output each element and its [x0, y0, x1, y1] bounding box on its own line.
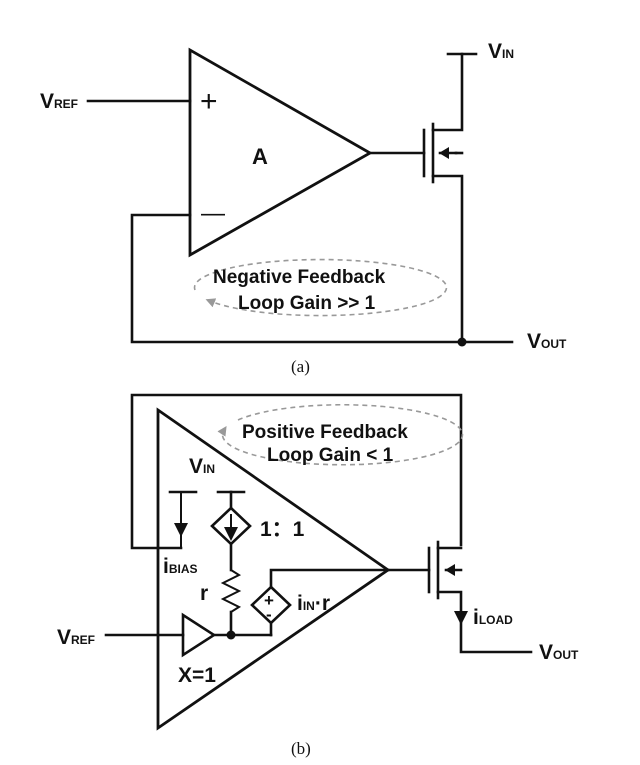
minus-sign: — — [201, 200, 225, 227]
loop-label-b-line2: Loop Gain < 1 — [267, 445, 394, 466]
mirror-ratio-label: 1：1 — [260, 518, 305, 541]
vcvs-minus: - — [266, 605, 272, 624]
iload-label: iLOAD — [473, 606, 513, 629]
opamp-b — [156, 407, 391, 731]
vin-label-b: VIN — [189, 455, 215, 478]
positive-loop-ellipse — [217, 403, 464, 466]
vout-node-a — [457, 337, 467, 347]
resistor-label: r — [200, 582, 208, 605]
feedback-wire-a — [130, 213, 514, 344]
vin-label-a: VIN — [488, 40, 514, 63]
caption-b: (b) — [291, 739, 311, 758]
buffer-gain-label: X=1 — [178, 664, 216, 687]
circuit-b: iBIAS VIN 1：1 r VREF X=1 + - — [57, 393, 579, 758]
loop-label-b-line1: Positive Feedback — [242, 422, 408, 443]
feedback-wire-b — [130, 393, 463, 550]
ibias-label: iBIAS — [163, 555, 198, 578]
vcvs-plus: + — [264, 591, 274, 610]
unity-buffer — [181, 612, 217, 658]
pmos-b — [427, 540, 533, 654]
resistor-r — [220, 569, 242, 613]
caption-a: (a) — [291, 357, 310, 376]
amp-gain-label: A — [252, 144, 268, 169]
vref-label-a: VREF — [40, 90, 78, 113]
vout-label-a: VOUT — [527, 330, 567, 353]
circuit-a: + — A VREF VIN VOUT — [40, 40, 567, 376]
vout-label-b: VOUT — [539, 641, 579, 664]
buffer-output-node — [226, 630, 236, 640]
vref-label-b: VREF — [57, 626, 95, 649]
loop-label-a-line1: Negative Feedback — [213, 267, 386, 288]
pmos-a — [422, 52, 464, 344]
loop-label-a-line2: Loop Gain >> 1 — [238, 293, 376, 314]
opamp-a — [188, 47, 373, 258]
vcvs-label: iIN·r — [297, 592, 330, 615]
vcvs-source — [250, 585, 292, 625]
plus-sign: + — [200, 85, 218, 118]
